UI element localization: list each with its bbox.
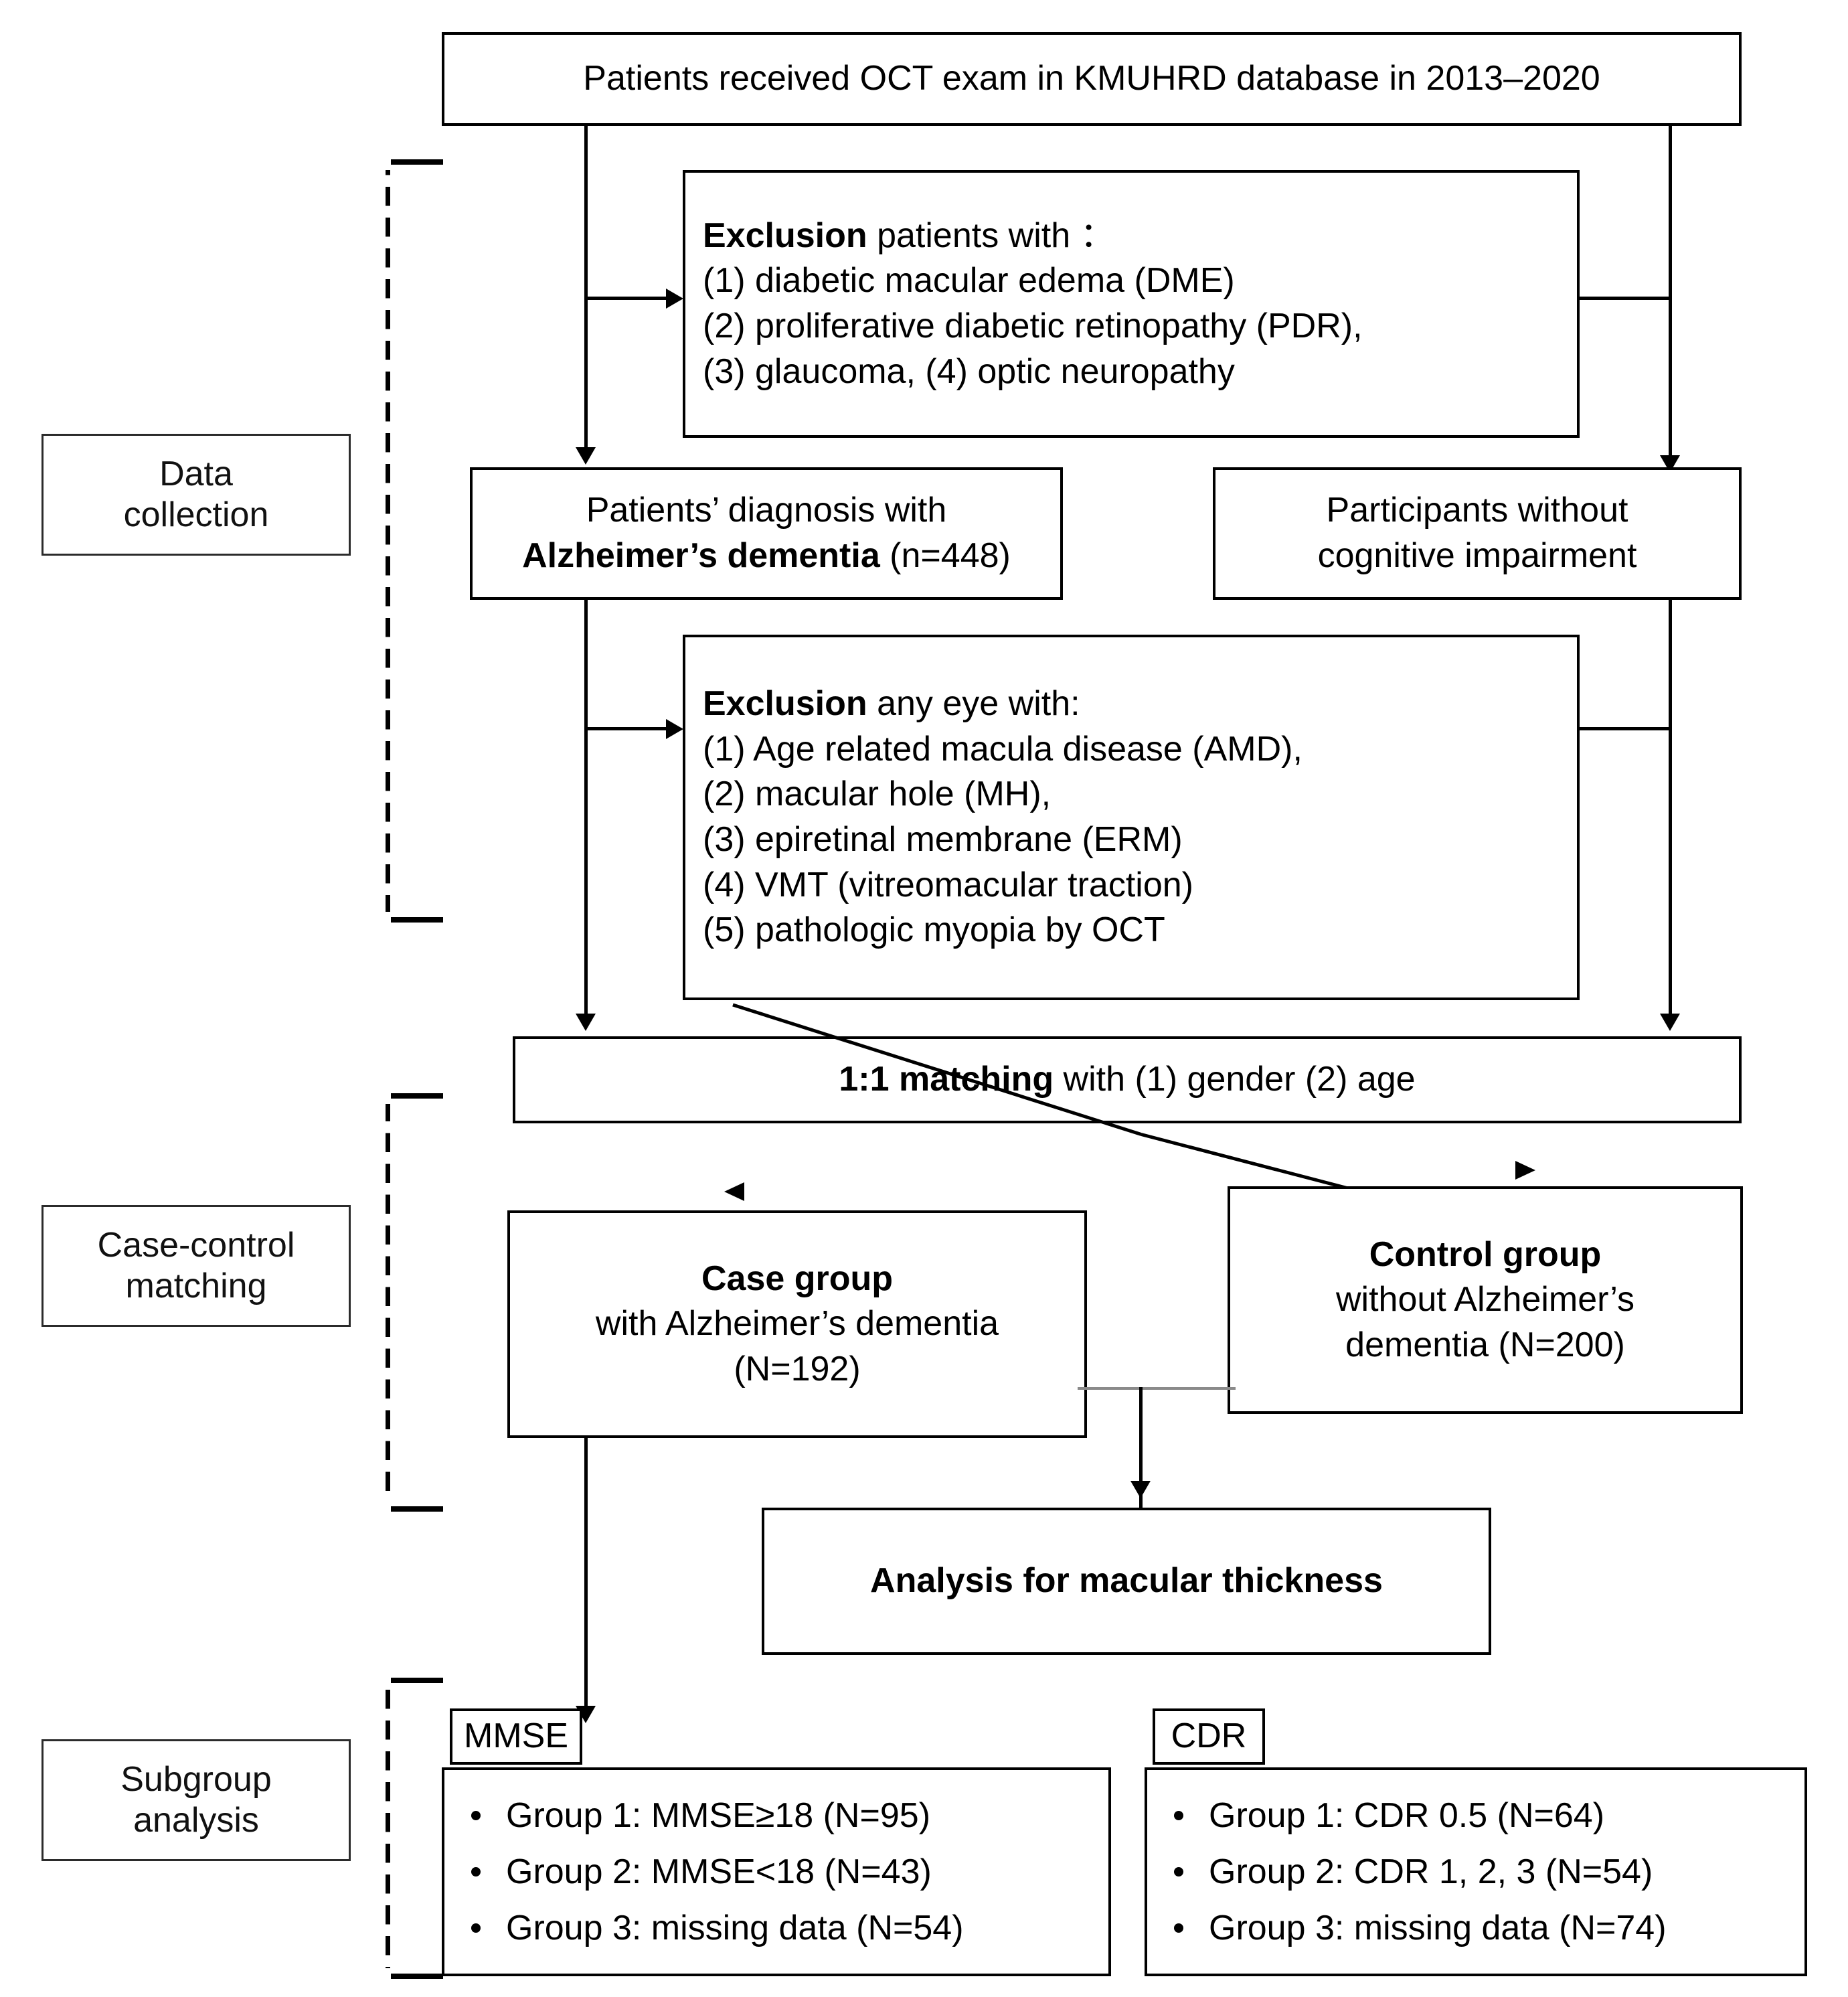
diagnosis-line1: Patients’ diagnosis with [586,491,947,530]
case-group-line3: (N=192) [734,1349,861,1388]
bracket-stem [386,170,390,912]
diagnosis-line2: Alzheimer’s dementia (n=448) [522,534,1011,579]
cdr-group-item: Group 3: missing data (N=74) [1159,1900,1667,1956]
arrowhead-matching-to-case [724,1182,744,1201]
exclusion-patients-item: (3) glaucoma, (4) optic neuropathy [703,351,1235,391]
stage-bracket-subgroup [386,1678,447,1979]
stage-label-case-control: Case-control matching [41,1205,351,1327]
analysis-text: Analysis for macular thickness [870,1561,1383,1601]
exclusion-eyes-heading: Exclusion any eye with: [703,682,1080,727]
mmse-group-item: Group 3: missing data (N=54) [456,1900,964,1956]
cdr-group-item: Group 1: CDR 0.5 (N=64) [1159,1787,1667,1844]
cdr-group-item: Group 2: CDR 1, 2, 3 (N=54) [1159,1844,1667,1900]
connector-to-exclusion-patients-right [1580,297,1670,300]
stage-label-line2: analysis [133,1801,259,1840]
diagnosis-line2-rest: (n=448) [879,536,1011,575]
case-group-box: Case group with Alzheimer’s dementia (N=… [507,1210,1087,1438]
arrowhead-to-exclusion-eyes-left [666,719,683,739]
control-group-box: Control group without Alzheimer’s dement… [1228,1186,1743,1414]
matching-text-rest: with (1) gender (2) age [1054,1060,1416,1099]
mmse-group-list: Group 1: MMSE≥18 (N=95) Group 2: MMSE<18… [444,1787,964,1957]
control-group-title: Control group [1369,1234,1602,1274]
exclusion-patients-box: Exclusion patients with ： (1) diabetic m… [683,170,1580,438]
connector-to-analysis [1139,1387,1143,1508]
stage-bracket-data-collection [386,159,447,923]
exclusion-patients-heading-rest: patients with ： [867,216,1115,255]
mmse-group-item: Group 2: MMSE<18 (N=43) [456,1844,964,1900]
bracket-stem [386,1688,390,1968]
control-group-line2: without Alzheimer’s [1335,1280,1635,1320]
cdr-group-list: Group 1: CDR 0.5 (N=64) Group 2: CDR 1, … [1147,1787,1667,1957]
control-group-line3: dementia (N=200) [1345,1325,1625,1364]
exclusion-eyes-item: (4) VMT (vitreomacular traction) [703,865,1193,904]
bracket-stem [386,1104,390,1501]
bracket-cap-bottom [391,1506,443,1512]
diagnosis-line2-bold: Alzheimer’s dementia [522,536,880,575]
arrowhead-diagnosis-to-matching [576,1014,596,1031]
stage-label-line2: collection [123,495,269,534]
cdr-tab: CDR [1153,1708,1265,1765]
arrowhead-matching-to-control [1515,1161,1535,1180]
stage-label-line2: matching [125,1267,267,1305]
stage-label-data-collection: Data collection [41,434,351,556]
participants-line1: Participants without [1326,491,1628,530]
source-population-text: Patients received OCT exam in KMUHRD dat… [583,59,1600,98]
bracket-cap-top [391,1678,443,1683]
matching-text: 1:1 matching with (1) gender (2) age [839,1057,1415,1103]
arrowhead-to-analysis [1130,1481,1151,1498]
cdr-groups-box: Group 1: CDR 0.5 (N=64) Group 2: CDR 1, … [1145,1767,1807,1976]
connector-to-exclusion-eyes-right [1580,727,1670,730]
arrowhead-source-to-diagnosis [576,447,596,465]
exclusion-eyes-heading-rest: any eye with: [867,684,1080,724]
connector-to-exclusion-eyes-left [584,727,671,730]
arrowhead-to-exclusion-patients-left [666,289,683,309]
connector-source-to-participants [1669,126,1672,469]
mmse-tab: MMSE [450,1708,582,1765]
participants-no-impairment-box: Participants without cognitive impairmen… [1213,467,1742,600]
case-group-line2: with Alzheimer’s dementia [595,1304,999,1344]
connector-source-to-diagnosis [584,126,588,461]
stage-label-line1: Data [159,454,233,493]
participants-line2: cognitive impairment [1317,536,1637,575]
exclusion-patients-item: (2) proliferative diabetic retinopathy (… [703,307,1363,345]
matching-box: 1:1 matching with (1) gender (2) age [513,1036,1742,1123]
diagnosis-alzheimers-box: Patients’ diagnosis with Alzheimer’s dem… [470,467,1063,600]
exclusion-eyes-item: (3) epiretinal membrane (ERM) [703,820,1183,859]
case-group-title: Case group [701,1259,894,1298]
exclusion-patients-item: (1) diabetic macular edema (DME) [703,261,1235,301]
exclusion-eyes-box: Exclusion any eye with: (1) Age related … [683,635,1580,1000]
cdr-tab-label: CDR [1171,1716,1247,1756]
stage-label-subgroup: Subgroup analysis [41,1739,351,1861]
stage-label-line1: Subgroup [120,1759,272,1799]
exclusion-eyes-item: (1) Age related macula disease (AMD), [703,729,1303,769]
bracket-cap-bottom [391,1974,443,1979]
exclusion-patients-heading-bold: Exclusion [703,216,867,255]
bracket-cap-top [391,159,443,165]
bracket-cap-top [391,1093,443,1099]
connector-case-control-tie [1078,1387,1236,1390]
connector-participants-to-matching [1669,600,1672,1022]
mmse-groups-box: Group 1: MMSE≥18 (N=95) Group 2: MMSE<18… [442,1767,1111,1976]
bracket-cap-bottom [391,917,443,923]
source-population-box: Patients received OCT exam in KMUHRD dat… [442,32,1742,126]
exclusion-eyes-item: (2) macular hole (MH), [703,775,1052,814]
matching-text-bold: 1:1 matching [839,1060,1054,1099]
arrowhead-participants-to-matching [1660,1014,1680,1031]
connector-case-to-mmse [584,1438,588,1714]
stage-bracket-case-control [386,1093,447,1512]
stage-label-line1: Case-control [97,1225,295,1265]
connector-to-exclusion-patients-left [584,297,671,300]
connector-diagnosis-to-matching [584,600,588,1022]
mmse-group-item: Group 1: MMSE≥18 (N=95) [456,1787,964,1844]
analysis-macular-thickness-box: Analysis for macular thickness [762,1508,1491,1655]
exclusion-eyes-item: (5) pathologic myopia by OCT [703,910,1165,950]
mmse-tab-label: MMSE [464,1716,568,1756]
exclusion-eyes-heading-bold: Exclusion [703,684,867,724]
exclusion-patients-heading: Exclusion patients with ： [703,214,1115,259]
